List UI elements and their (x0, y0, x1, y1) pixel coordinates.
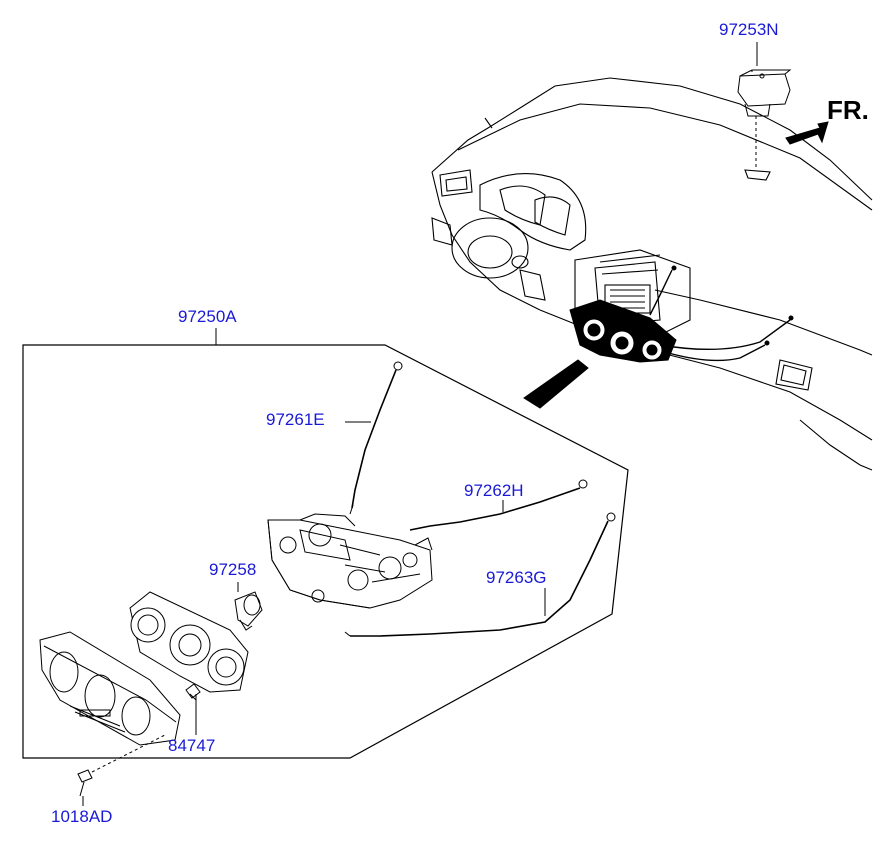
front-arrow (785, 121, 829, 145)
cable-97261E (349, 361, 403, 515)
sensor-97253N (737, 69, 792, 170)
dashboard-illustration (431, 77, 873, 471)
installed-heater-control (569, 265, 794, 363)
screw-1018AD (77, 734, 166, 797)
knob-assembly (129, 591, 249, 693)
cable-97262H (409, 479, 588, 531)
location-wedge (523, 359, 589, 409)
label-84747[interactable]: 84747 (168, 736, 216, 755)
label-97253N[interactable]: 97253N (719, 20, 779, 39)
label-97263G[interactable]: 97263G (486, 568, 547, 587)
label-97258[interactable]: 97258 (209, 560, 257, 579)
heater-control-body (267, 513, 433, 609)
cable-97263G (344, 512, 616, 637)
clip-84747 (185, 683, 201, 701)
label-97261E[interactable]: 97261E (266, 410, 325, 429)
label-97250A[interactable]: 97250A (178, 307, 237, 326)
assembly-boundary (22, 344, 629, 759)
label-97262H[interactable]: 97262H (464, 481, 524, 500)
front-bezel-panel (39, 631, 181, 746)
label-1018AD[interactable]: 1018AD (51, 807, 113, 826)
front-direction-label: FR. (827, 95, 869, 125)
blower-switch-97258 (234, 591, 263, 631)
